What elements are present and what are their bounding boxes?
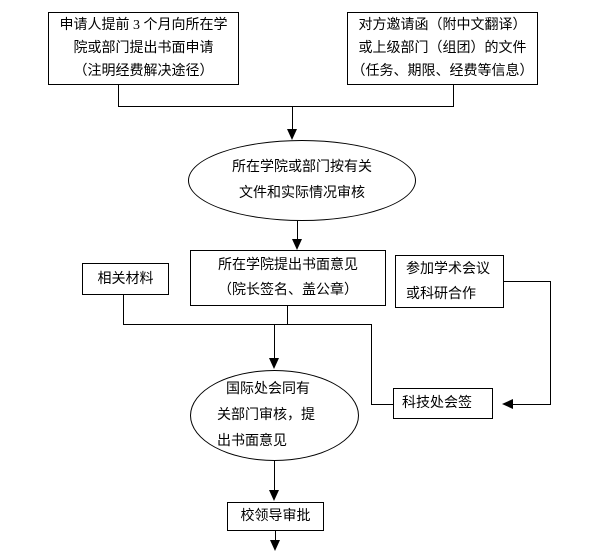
connector-to-college-review: [292, 106, 293, 129]
connector-approval-down: [275, 531, 276, 540]
node-text: 所在学院或部门按有关: [232, 159, 372, 175]
arrowhead-down: [292, 239, 302, 250]
node-text: 关部门审核，提: [217, 407, 315, 423]
node-applicant-request: 申请人提前 3 个月向所在学 院或部门提出书面申请 （注明经费解决途径）: [48, 12, 239, 85]
connector-applicant-down: [118, 84, 119, 106]
node-text: 国际处会同有: [226, 381, 310, 397]
arrowhead-down: [270, 540, 280, 551]
connector-materials-down: [123, 295, 124, 324]
connector-conference-down: [550, 281, 551, 405]
connector-countersign-left: [371, 404, 393, 405]
connector-review-to-opinion: [297, 221, 298, 239]
arrowhead-down: [287, 129, 297, 140]
node-text: 文件和实际情况审核: [239, 185, 365, 201]
node-college-opinion: 所在学院提出书面意见 （院长签名、盖公章）: [190, 250, 386, 306]
arrowhead-down: [269, 358, 279, 369]
node-text: （任务、期限、经费等信息）: [351, 64, 534, 79]
node-text: 科技处会签: [402, 396, 472, 411]
node-text: 校领导审批: [240, 509, 311, 524]
arrowhead-down: [269, 490, 279, 501]
connector-merge-bar-middle: [123, 324, 372, 325]
connector-into-countersign: [513, 404, 550, 405]
connector-bar-to-countersign: [371, 324, 372, 405]
node-text: 或上级部门（组团）的文件: [358, 41, 527, 56]
node-text: 相关材料: [97, 271, 154, 287]
node-text: 或科研合作: [406, 286, 476, 302]
node-college-review: 所在学院或部门按有关 文件和实际情况审核: [188, 140, 416, 221]
node-text: （院长签名、盖公章）: [218, 283, 358, 298]
node-international-office-review: 国际处会同有 关部门审核，提 出书面意见: [190, 370, 359, 461]
node-related-materials: 相关材料: [82, 263, 169, 295]
connector-merge-bar-top: [118, 106, 454, 107]
node-text: 参加学术会议: [406, 261, 490, 277]
node-text: 所在学院提出书面意见: [218, 258, 358, 273]
node-leader-approval: 校领导审批: [227, 502, 324, 531]
node-text: （注明经费解决途径）: [73, 64, 214, 79]
connector-to-international-review: [274, 324, 275, 358]
connector-invitation-down: [453, 84, 454, 106]
node-invitation-letter: 对方邀请函（附中文翻译） 或上级部门（组团）的文件 （任务、期限、经费等信息）: [347, 12, 538, 85]
node-text: 对方邀请函（附中文翻译）: [358, 18, 527, 33]
connector-conference-right: [504, 281, 550, 282]
node-sci-tech-countersign: 科技处会签: [393, 388, 493, 419]
node-academic-conference: 参加学术会议 或科研合作: [395, 255, 504, 308]
node-text: 院或部门提出书面申请: [73, 41, 214, 56]
arrowhead-left: [502, 399, 513, 409]
node-text: 出书面意见: [217, 433, 287, 449]
node-text: 申请人提前 3 个月向所在学: [59, 18, 228, 33]
connector-opinion-down: [287, 306, 288, 324]
connector-review2-to-approval: [274, 461, 275, 490]
